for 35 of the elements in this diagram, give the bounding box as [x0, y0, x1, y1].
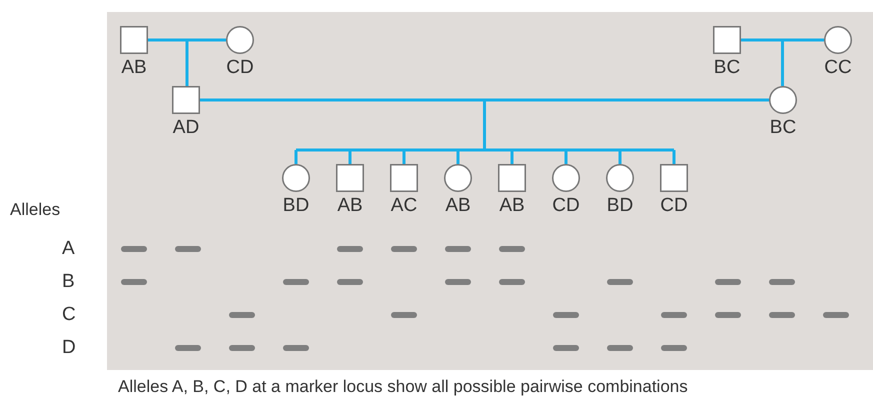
mating-line [200, 98, 769, 102]
descent-line [781, 40, 784, 86]
descent-line [402, 150, 406, 164]
genotype-label: CD [551, 195, 581, 217]
genotype-label: CC [823, 57, 853, 79]
sibship-line [296, 148, 674, 152]
descent-line [294, 150, 298, 164]
genotype-label: BD [282, 195, 310, 217]
descent-line [618, 150, 622, 164]
caption: Alleles A, B, C, D at a marker locus show all possible pairwise combinations [118, 377, 688, 397]
allele-label: B [62, 271, 75, 293]
genotype-label: AB [336, 195, 364, 217]
genotype-label: BC [768, 117, 798, 139]
genotype-label: CD [659, 195, 689, 217]
descent-line [483, 100, 486, 150]
genotype-label: AB [444, 195, 472, 217]
genotype-label: BC [712, 57, 742, 79]
genotype-label: AB [498, 195, 526, 217]
genotype-label: BD [606, 195, 634, 217]
genotype-label: CD [225, 57, 255, 79]
descent-line [564, 150, 568, 164]
descent-line [186, 40, 188, 86]
descent-line [348, 150, 352, 164]
genotype-label: AB [120, 57, 148, 79]
row-heading: Alleles [10, 200, 60, 220]
allele-label: D [62, 337, 76, 359]
mating-line [148, 38, 226, 42]
genotype-label: AD [172, 117, 200, 139]
descent-line [672, 150, 676, 164]
allele-label: A [62, 238, 75, 260]
allele-label: C [62, 304, 76, 326]
genotype-label: AC [390, 195, 418, 217]
descent-line [456, 150, 460, 164]
descent-line [510, 150, 514, 164]
mating-line [741, 38, 824, 42]
